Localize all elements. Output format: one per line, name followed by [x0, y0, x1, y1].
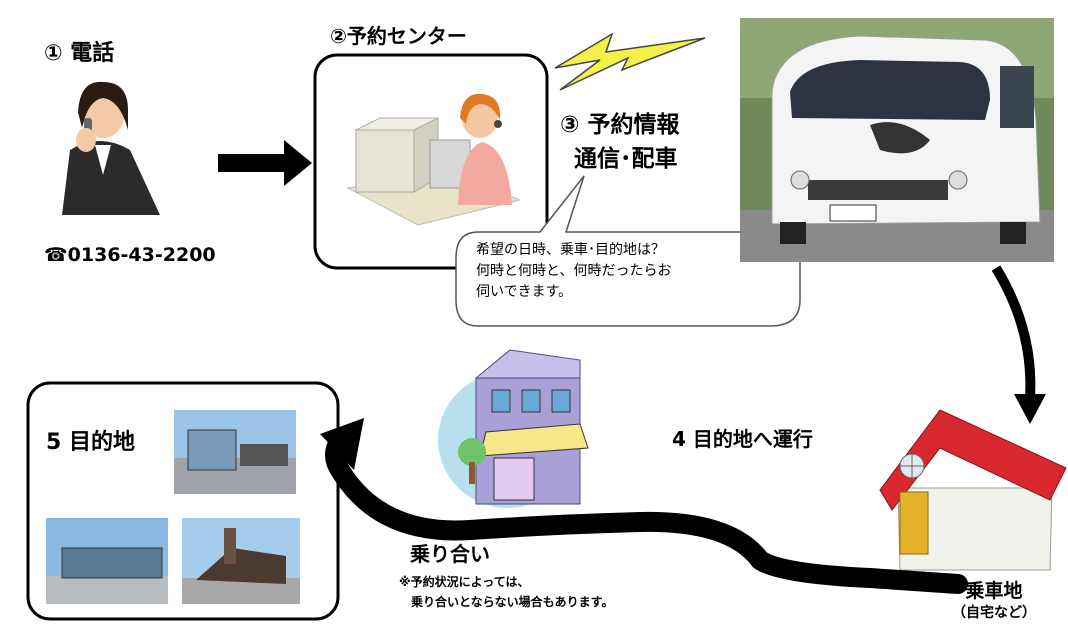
- caller-woman-icon: [62, 81, 160, 215]
- destination-photo-3: [182, 518, 300, 604]
- pickup-label: 乗車地 （自宅など）: [952, 580, 1036, 624]
- operator-desk-icon: [346, 93, 522, 226]
- shop-building-icon: [438, 349, 589, 508]
- pickup-title: 乗車地: [965, 580, 1023, 602]
- step1-label: ① 電話: [44, 41, 115, 66]
- house-icon: [879, 409, 1067, 571]
- lightning-icon: [554, 32, 706, 91]
- ride-share-label: 乗り合い: [410, 542, 490, 566]
- step5-label: 5 目的地: [46, 430, 135, 455]
- ride-route-arrow: [320, 418, 968, 594]
- step3-line2: 通信･配車: [574, 146, 678, 172]
- bubble-line3: 伺いできます。: [476, 284, 573, 300]
- bubble-text: 希望の日時、乗車･目的地は？ 何時と何時と、何時だったらお 伺いできます。: [476, 240, 671, 303]
- bus-photo: [740, 18, 1054, 262]
- step2-label: ②予約センター: [330, 24, 467, 48]
- note-line1: ※予約状況によっては、: [399, 575, 530, 589]
- step4-label: 4 目的地へ運行: [672, 427, 813, 451]
- bubble-line1: 希望の日時、乗車･目的地は？: [476, 242, 665, 258]
- destination-photo-1: [174, 410, 296, 494]
- arrow-to-pickup: [991, 265, 1046, 424]
- arrow-to-center: [218, 140, 312, 186]
- destination-photo-2: [46, 518, 168, 604]
- step3-line1: ③ 予約情報: [560, 112, 680, 138]
- note-line2: 乗り合いとならない場合もあります。: [411, 595, 614, 609]
- ride-share-note: ※予約状況によっては、 乗り合いとならない場合もあります。: [399, 572, 613, 612]
- bubble-line2: 何時と何時と、何時だったらお: [476, 263, 672, 279]
- step3-label: ③ 予約情報 通信･配車: [560, 108, 679, 176]
- pickup-sub: （自宅など）: [952, 605, 1036, 621]
- phone-number[interactable]: ☎0136-43-2200: [44, 244, 216, 266]
